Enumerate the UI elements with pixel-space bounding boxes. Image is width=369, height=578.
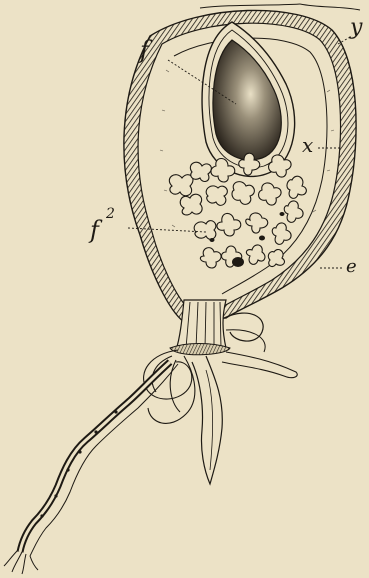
label-x: x	[302, 133, 313, 157]
top-edge-marks	[200, 4, 360, 10]
label-f2: f	[88, 216, 103, 244]
right-loop	[224, 313, 263, 341]
label-e: e	[346, 256, 357, 277]
left-filaments	[144, 350, 195, 423]
stalk	[176, 300, 226, 350]
label-f2-superscript: 2	[105, 206, 115, 222]
right-tentacle	[222, 352, 297, 378]
stalk-band	[170, 344, 230, 355]
tube-frayed-end	[4, 550, 38, 574]
label-y: y	[349, 15, 363, 40]
trailing-tube-second	[30, 364, 178, 556]
